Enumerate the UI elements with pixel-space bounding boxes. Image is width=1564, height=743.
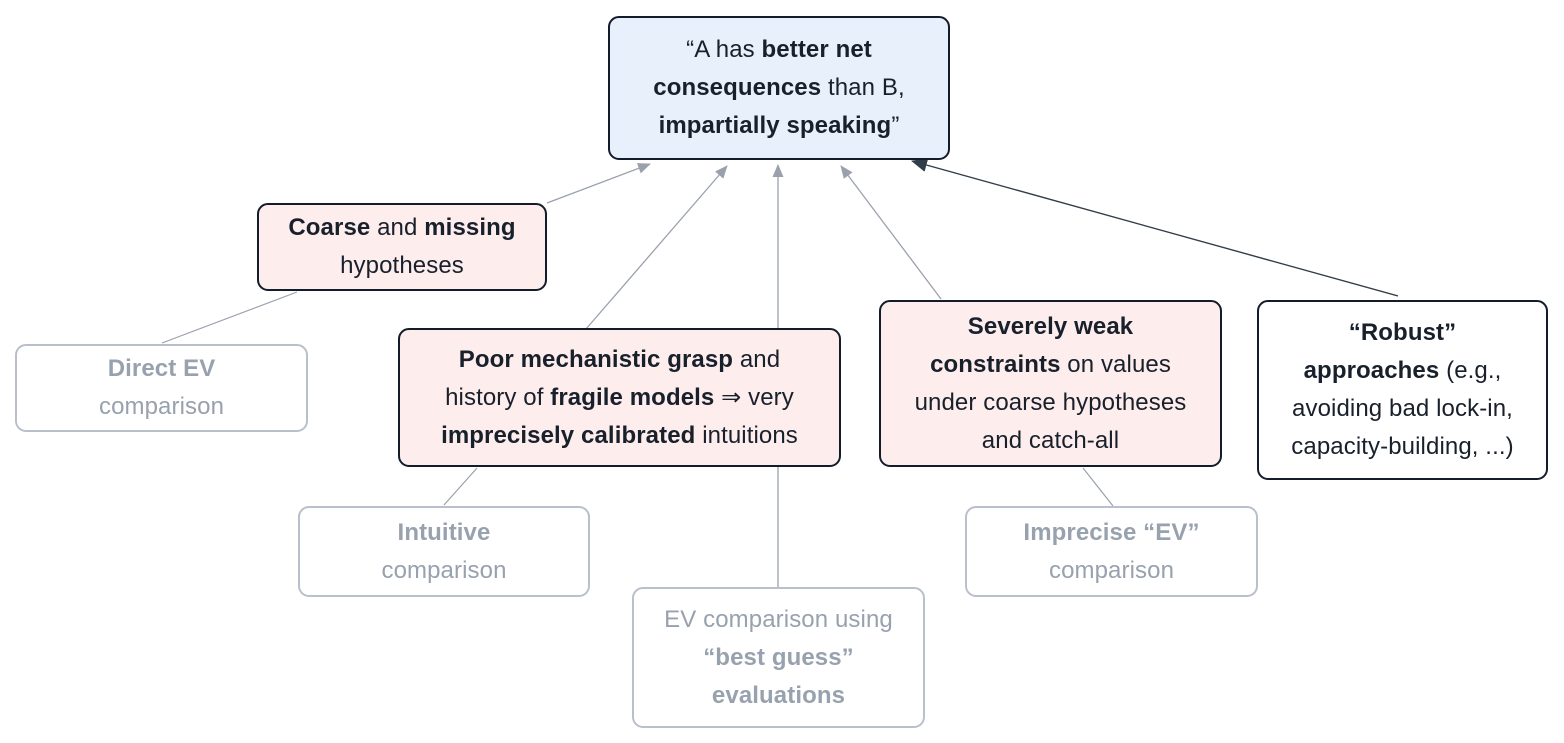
edge-intuitive-to-poor (443, 467, 478, 506)
edge-severe-to-imprecise-ev (1082, 467, 1114, 507)
edge-poor-to-claim (585, 165, 728, 330)
edge-severe-to-claim (840, 165, 942, 300)
method-node-imprecise-ev-comparison: Imprecise “EV”comparison (965, 506, 1258, 597)
method-node-ev-best-guess-comparison-text: EV comparison using“best guess”evaluatio… (664, 605, 893, 709)
edge-direct-ev-to-coarse (161, 291, 298, 344)
method-node-ev-best-guess-comparison: EV comparison using“best guess”evaluatio… (632, 587, 925, 728)
method-node-imprecise-ev-comparison-text: Imprecise “EV”comparison (1023, 518, 1200, 584)
edge-coarse-to-claim (546, 163, 651, 204)
approach-node-robust-approaches-text: “Robust”approaches (e.g.,avoiding bad lo… (1291, 319, 1514, 460)
approach-node-robust-approaches: “Robust”approaches (e.g.,avoiding bad lo… (1257, 300, 1548, 480)
edge-robust-to-claim (911, 158, 1399, 297)
